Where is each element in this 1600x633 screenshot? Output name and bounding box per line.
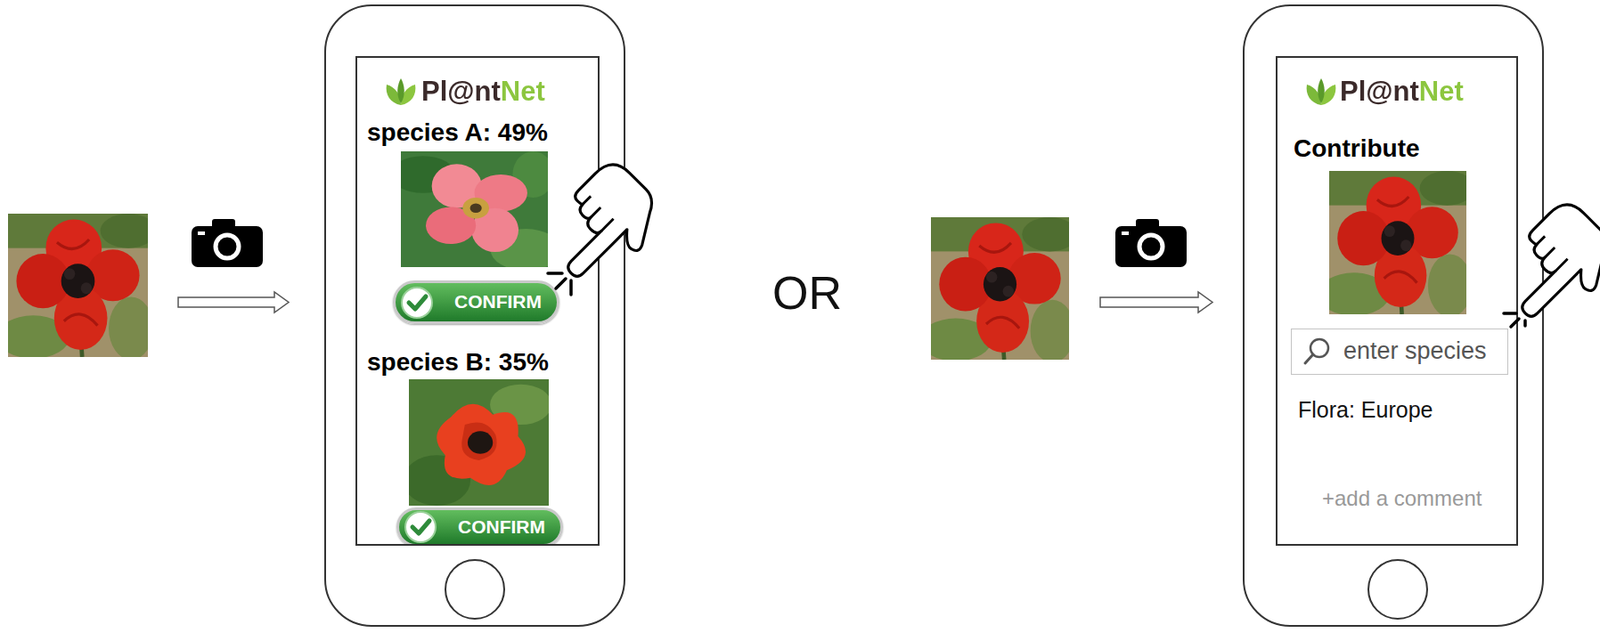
species-score: species B: 35% [367, 348, 549, 377]
confirm-button: CONFIRM [396, 507, 564, 547]
flower-photo [0, 213, 156, 360]
or-label: OR [772, 269, 842, 317]
camera-icon [1115, 219, 1187, 268]
hollow-arrow [1100, 292, 1213, 313]
search-box: enter species [1290, 328, 1509, 376]
home-button [1368, 560, 1428, 620]
phone-outline [325, 5, 625, 627]
phone-outline [1243, 5, 1543, 627]
species-score: species A: 49% [367, 118, 548, 147]
flower-photo [1318, 171, 1476, 318]
logo-leaves [386, 78, 417, 106]
magnifier-icon [1302, 336, 1333, 368]
button-label: CONFIRM [457, 516, 546, 539]
tapping-hand [533, 155, 673, 295]
button-label: CONFIRM [454, 291, 542, 313]
app-logo: Pl@ntNet [1339, 75, 1464, 108]
hollow-arrow [178, 292, 289, 313]
search-placeholder: enter species [1343, 337, 1487, 366]
phone-screen: Pl@ntNet species A: 49% species B: 35% CONF… [355, 56, 600, 547]
screen-heading: Contribute [1293, 134, 1421, 164]
flower-photo [390, 151, 561, 271]
home-button [445, 560, 505, 620]
phone-screen: Pl@ntNetContributeFlora: Europe +add a co… [1275, 56, 1519, 547]
app-logo: Pl@ntNet [421, 75, 546, 108]
flora-label: Flora: Europe [1297, 397, 1433, 424]
tapping-hand [1487, 195, 1600, 335]
confirm-button: CONFIRM [392, 280, 560, 325]
camera-icon [191, 219, 263, 268]
flower-photo [403, 379, 552, 507]
check-icon [400, 285, 434, 320]
logo-leaves [1306, 78, 1337, 106]
flower-photo [920, 217, 1078, 363]
check-icon [403, 510, 438, 545]
comment-link: +add a comment [1322, 486, 1482, 512]
